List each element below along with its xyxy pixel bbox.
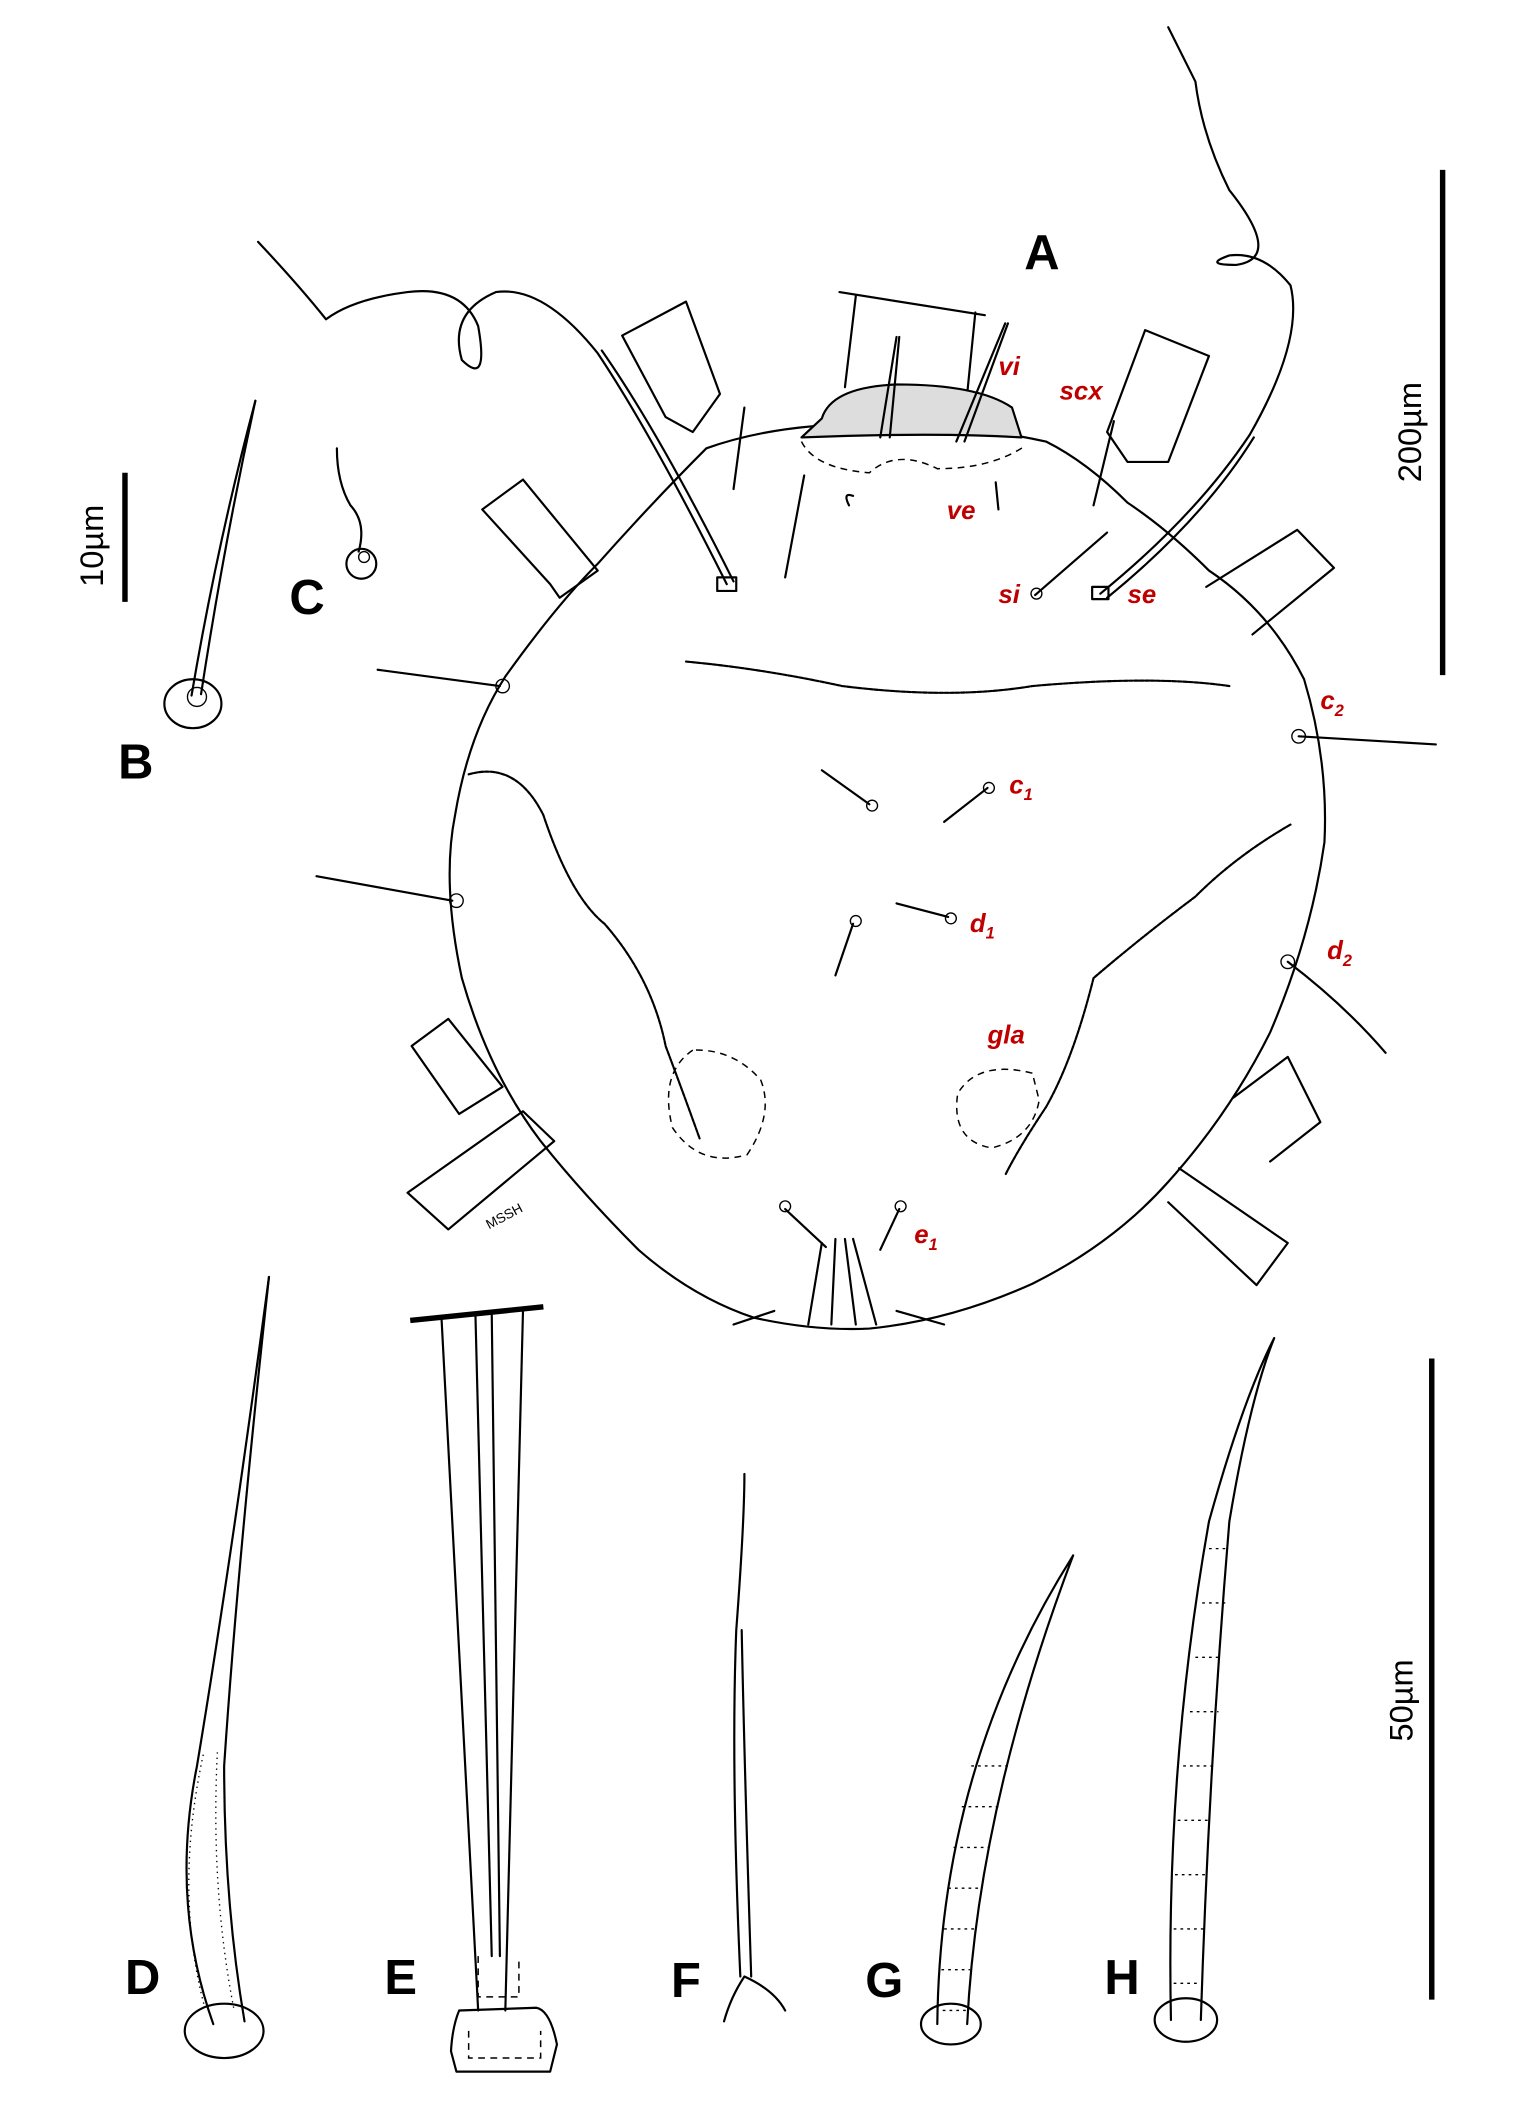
scale-label-50: 50µm [1383,1659,1420,1741]
label-scx: scx [1060,377,1105,405]
seta-f [722,1472,787,2023]
label-vi: vi [998,353,1020,381]
seta-d [183,1275,271,2060]
seta-e [409,1304,559,2073]
panel-label-e: E [384,1951,417,2005]
panel-label-f: F [671,1954,701,2008]
label-d2: d2 [1327,937,1352,970]
seta-h [1153,1336,1276,2043]
panel-label-g: G [865,1954,903,2008]
label-c2: c2 [1320,687,1343,720]
panel-label-h: H [1104,1951,1139,2005]
panel-label-b: B [118,735,153,789]
scale-label-200: 200µm [1391,382,1428,482]
label-e1: e1 [914,1221,937,1254]
seta-b [163,399,257,730]
seta-g [919,1554,1075,2046]
panel-label-c: C [289,571,324,625]
label-ve: ve [947,497,976,525]
scale-label-10: 10µm [73,505,110,587]
panel-label-d: D [125,1951,160,2005]
panel-label-a: A [1024,226,1059,280]
mite-body [257,26,1437,1331]
label-c1: c1 [1009,771,1032,804]
label-gla: gla [987,1021,1025,1049]
label-d1: d1 [970,910,995,943]
label-si: si [998,581,1020,609]
seta-c [335,447,378,580]
artist-signature: MSSH [483,1200,525,1232]
label-se: se [1127,581,1156,609]
